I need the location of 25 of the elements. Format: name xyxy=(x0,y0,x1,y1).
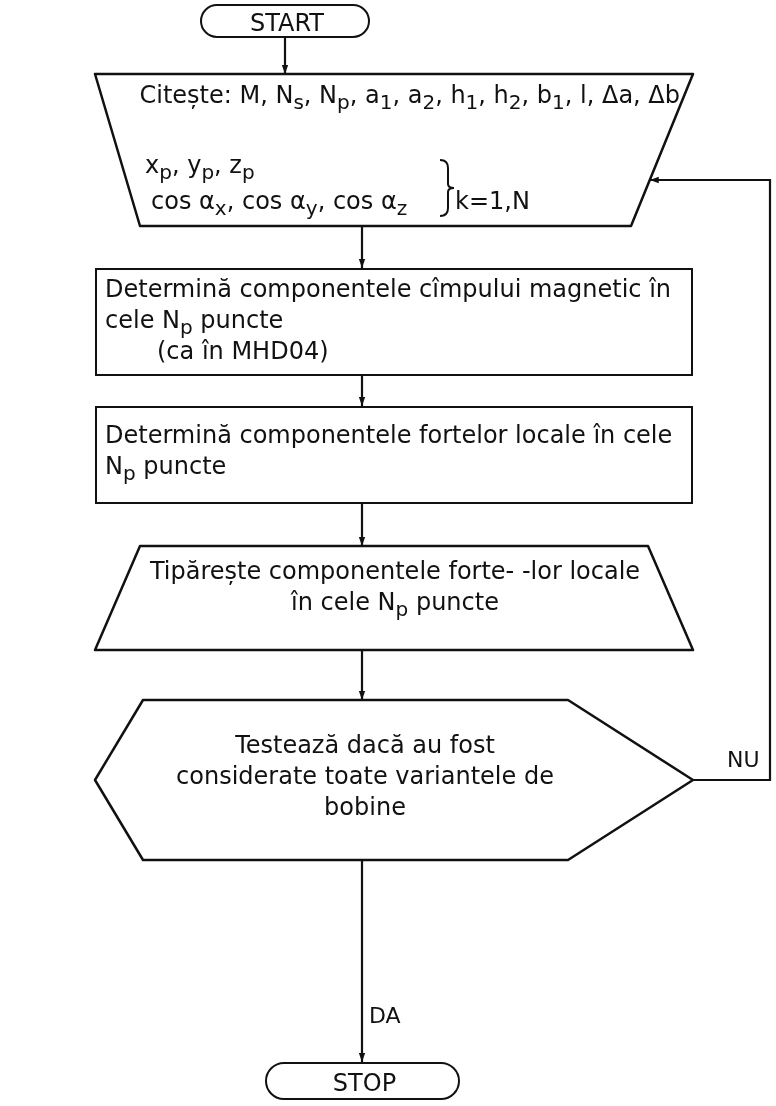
process-box xyxy=(95,268,693,376)
node-text: START xyxy=(248,8,325,39)
input-trapezoid xyxy=(95,74,693,226)
arrow xyxy=(358,504,366,546)
arrow xyxy=(649,176,772,782)
node-text: x$_{p}$, y$_{p}$, z$_{p}$ xyxy=(145,150,256,185)
output-trapezoid xyxy=(95,546,693,650)
node-text: Citește: M, N$_{s}$, N$_{p}$, a$_{1}$, a$_{2}$, h$_{1}$, h$_{2}$, b$_{1}$, l, Δa, Δb xyxy=(138,80,680,115)
node-text: Testează dacă au fost considerate toate variantele de bobine xyxy=(175,730,555,824)
decision-hexagon xyxy=(95,700,693,860)
node-text: Determină componentele fortelor locale în cele N$_{p}$ puncte xyxy=(105,420,674,486)
start-terminal xyxy=(200,4,370,38)
arrow xyxy=(358,860,366,1062)
arrow xyxy=(358,376,366,406)
node-text: Tipărește componentele forte- -lor locale în cele N$_{p}$ puncte xyxy=(148,556,642,622)
node-text: cos α$_{x}$, cos α$_{y}$, cos α$_{z}$ xyxy=(151,186,409,221)
arrow xyxy=(281,38,289,74)
node-text: (ca în MHD04) xyxy=(157,337,330,367)
stop-terminal xyxy=(265,1062,460,1100)
arrow xyxy=(358,226,366,268)
arrow xyxy=(358,650,366,700)
node-text: Determină componentele cîmpului magnetic în cele N$_{p}$ puncte xyxy=(105,274,672,339)
node-text: STOP xyxy=(331,1068,398,1099)
node-text: k=1,N xyxy=(455,186,531,217)
process-box xyxy=(95,406,693,504)
